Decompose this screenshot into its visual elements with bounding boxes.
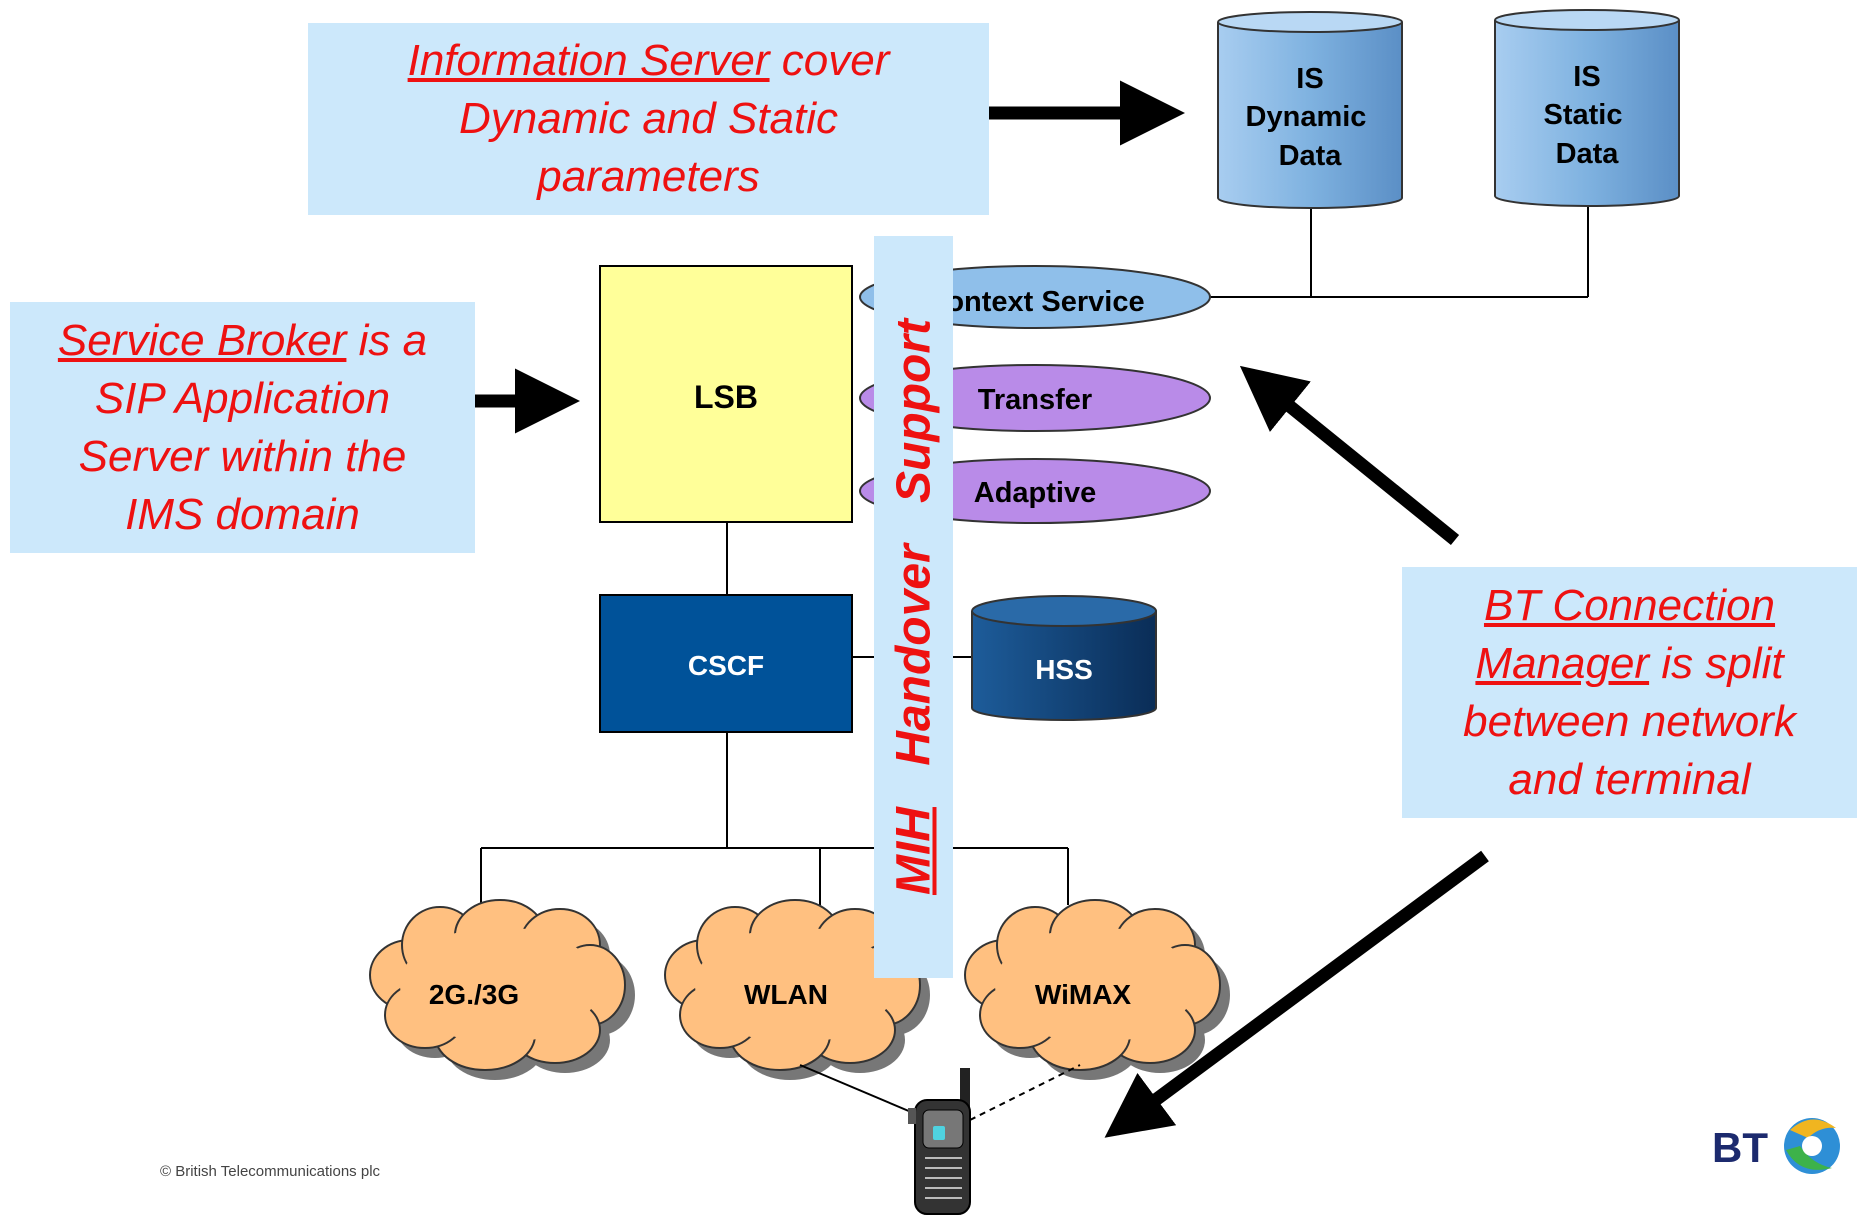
lsb-label: LSB [694, 379, 758, 415]
information-server-line2: Dynamic and Static [458, 94, 839, 143]
mih-word: MIH [887, 807, 940, 896]
cscf-label: CSCF [688, 650, 764, 681]
information-server-line1: cover [769, 36, 890, 85]
connection-manager-term: Manager [1475, 638, 1650, 688]
connection-manager-line1: BT Connection [1483, 580, 1776, 630]
mih-handover-support-bar [874, 236, 953, 978]
connection-manager-callout: BT Connection Manager is split between n… [1402, 567, 1857, 818]
is-dynamic-label-2: Dynamic [1246, 101, 1367, 133]
connection-manager-line3: between network [1463, 696, 1796, 746]
network-label-wimax: WiMAX [1035, 979, 1132, 1010]
bt-logo: BT [1712, 1118, 1840, 1174]
cloud-wlan [664, 899, 930, 1080]
information-server-term: Information Server [407, 36, 770, 85]
connection-manager-line2: is split [1649, 638, 1784, 688]
is-static-label-2: Static [1544, 99, 1623, 131]
connection-manager-line4: and terminal [1508, 754, 1751, 804]
cloud-2g3g [369, 899, 635, 1080]
annotation-arrows [443, 80, 1489, 1138]
is-dynamic-label-1: IS [1296, 63, 1323, 95]
network-label-wlan: WLAN [744, 979, 828, 1010]
information-server-line3: parameters [537, 152, 760, 201]
context-service-label: Context Service [925, 286, 1144, 318]
service-broker-line4: IMS domain [125, 489, 360, 539]
service-broker-term: Service Broker [57, 315, 347, 365]
lsb-box [599, 265, 853, 523]
service-broker-callout: Service Broker is a SIP Application Serv… [10, 302, 475, 553]
mih-handover-support-label: MIH Handover Support [874, 236, 953, 978]
wimax-link [969, 1064, 1081, 1121]
is-dynamic-label-3: Data [1279, 140, 1343, 172]
hss-label: HSS [1035, 654, 1093, 685]
is-static-label-3: Data [1556, 138, 1620, 170]
transfer-label: Transfer [978, 384, 1092, 416]
cloud-wimax [964, 899, 1230, 1080]
is-static-data-cylinder [1494, 9, 1680, 207]
is-static-label-1: IS [1573, 61, 1600, 93]
service-broker-line3: Server within the [78, 431, 407, 481]
network-label-2g3g: 2G./3G [429, 979, 519, 1010]
information-server-callout: Information Server cover Dynamic and Sta… [308, 23, 989, 215]
hss-cylinder [971, 595, 1157, 721]
copyright-footer: © British Telecommunications plc [160, 1163, 381, 1180]
mobile-phone-icon [908, 1068, 971, 1215]
service-broker-line2: SIP Application [94, 373, 391, 423]
service-broker-line1: is a [346, 315, 428, 365]
handover-word: Handover [887, 544, 940, 766]
is-dynamic-data-cylinder [1217, 11, 1403, 209]
support-word: Support [887, 318, 940, 503]
cscf-box [599, 594, 853, 733]
bt-logo-text: BT [1712, 1124, 1768, 1171]
adaptive-label: Adaptive [974, 477, 1096, 509]
